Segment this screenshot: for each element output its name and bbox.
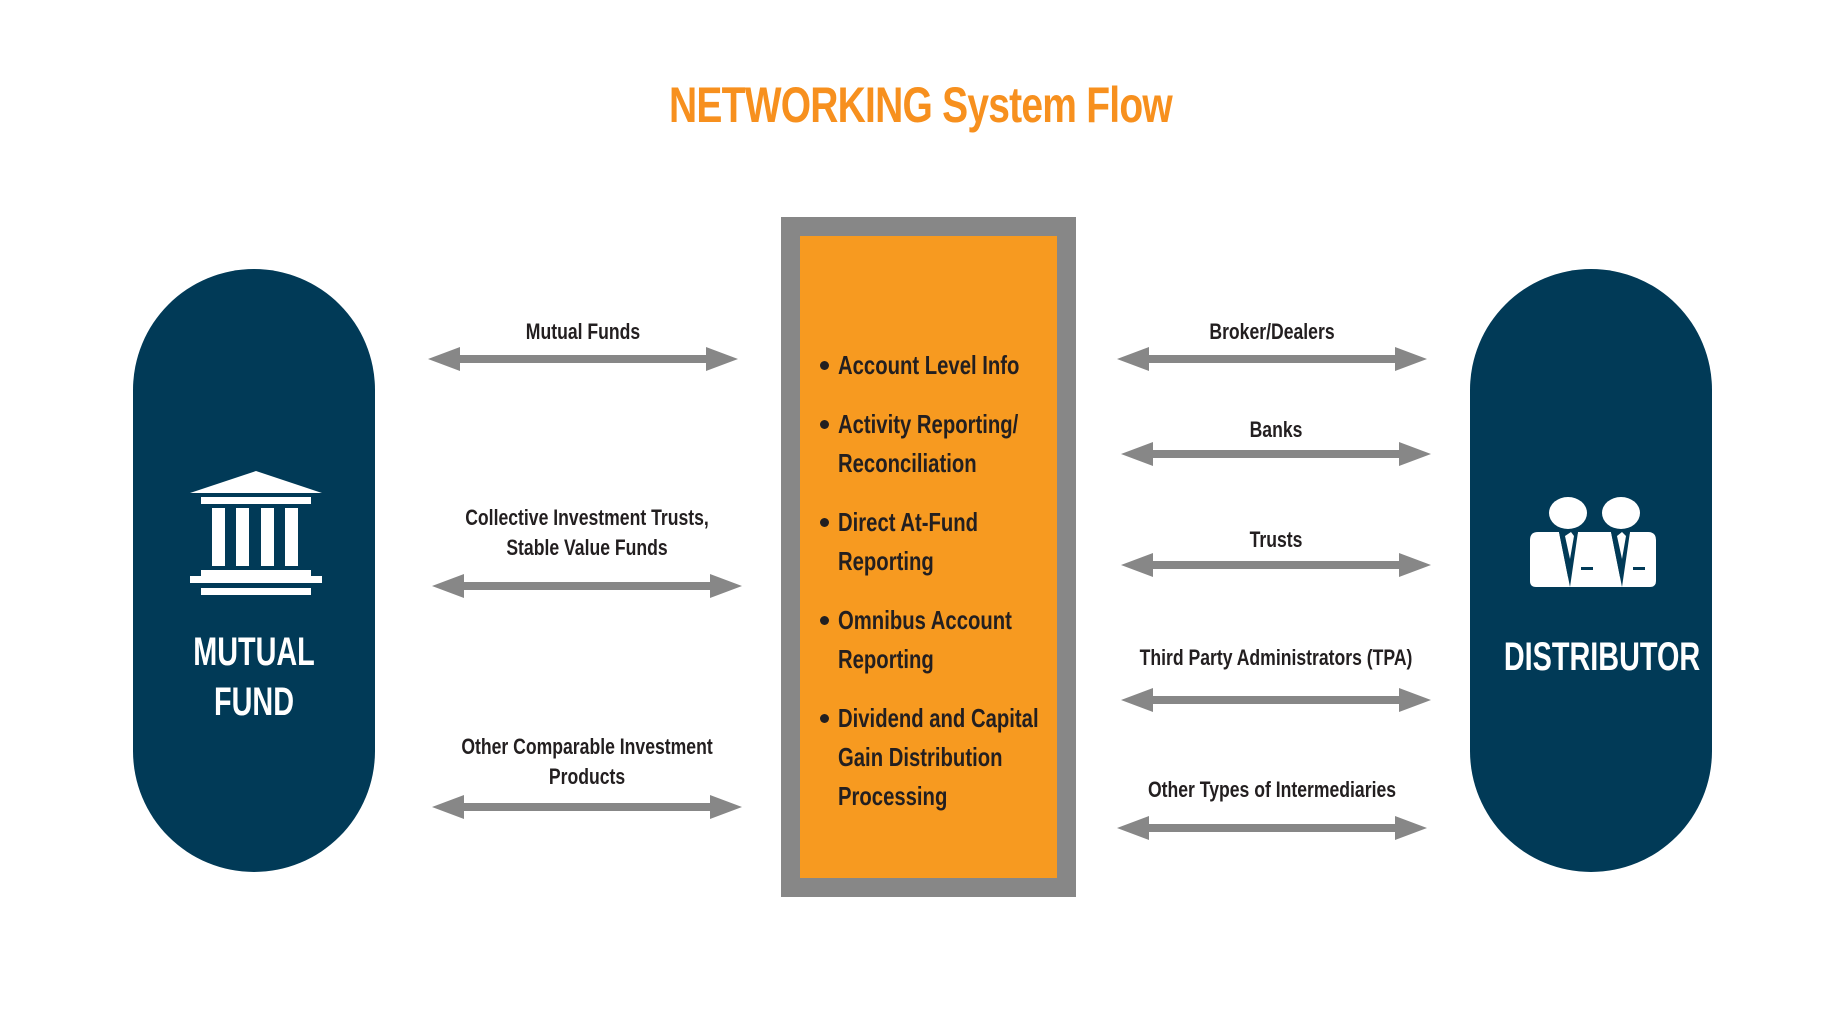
services-list: Account Level Info Activity Reporting/Re… bbox=[818, 346, 1058, 836]
flow-label: Other Types of Intermediaries bbox=[1147, 777, 1397, 802]
double-arrow-icon bbox=[1121, 688, 1431, 712]
flow-label: Mutual Funds bbox=[525, 319, 641, 344]
mutual-fund-label-line1: MUTUAL bbox=[193, 630, 315, 674]
service-item-line: Reporting bbox=[838, 546, 934, 576]
diagram-title: NETWORKING System Flow bbox=[669, 77, 1173, 133]
flow-label: Collective Investment Trusts, Stable Val… bbox=[431, 503, 743, 563]
flow-label: Third Party Administrators (TPA) bbox=[1139, 645, 1413, 670]
service-item-line: Reporting bbox=[838, 644, 934, 674]
distributor-label: DISTRIBUTOR bbox=[1503, 635, 1701, 679]
flow-third-party-administrators: Third Party Administrators (TPA) bbox=[1121, 643, 1431, 723]
service-item-line: Reconciliation bbox=[838, 448, 977, 478]
service-item-line: Activity Reporting/ bbox=[838, 409, 1019, 439]
service-item-line: Omnibus Account bbox=[838, 605, 1012, 635]
double-arrow-icon bbox=[1117, 816, 1427, 840]
service-item: Activity Reporting/Reconciliation bbox=[818, 405, 1058, 483]
flow-other-intermediaries: Other Types of Intermediaries bbox=[1117, 775, 1427, 855]
distributor-node: DISTRIBUTOR bbox=[1470, 269, 1712, 872]
service-item: Account Level Info bbox=[818, 346, 1058, 385]
service-item-line: Dividend and Capital bbox=[838, 703, 1039, 733]
flow-broker-dealers: Broker/Dealers bbox=[1117, 317, 1427, 377]
two-businessmen-icon bbox=[1530, 497, 1656, 587]
flow-other-comparable-products: Other Comparable Investment Products bbox=[432, 732, 742, 832]
double-arrow-icon bbox=[432, 795, 742, 819]
service-item-line: Account Level Info bbox=[838, 350, 1020, 380]
flow-label-line2: Products bbox=[548, 764, 626, 789]
flow-label-line1: Other Comparable Investment bbox=[461, 734, 713, 759]
flow-collective-investment-trusts: Collective Investment Trusts, Stable Val… bbox=[432, 503, 742, 603]
mutual-fund-label: MUTUAL FUND bbox=[167, 627, 341, 727]
flow-banks: Banks bbox=[1121, 415, 1431, 475]
double-arrow-icon bbox=[1117, 347, 1427, 371]
double-arrow-icon bbox=[428, 347, 738, 371]
flow-label: Broker/Dealers bbox=[1209, 319, 1335, 344]
flow-label: Banks bbox=[1249, 417, 1303, 442]
flow-label-line2: Stable Value Funds bbox=[506, 535, 668, 560]
double-arrow-icon bbox=[1121, 442, 1431, 466]
flow-trusts: Trusts bbox=[1121, 525, 1431, 585]
flow-label: Trusts bbox=[1249, 527, 1303, 552]
flow-label: Other Comparable Investment Products bbox=[431, 732, 743, 792]
double-arrow-icon bbox=[432, 574, 742, 598]
mutual-fund-node: MUTUAL FUND bbox=[133, 269, 375, 872]
mutual-fund-label-line2: FUND bbox=[214, 680, 294, 724]
service-item-line: Direct At-Fund bbox=[838, 507, 979, 537]
flow-mutual-funds: Mutual Funds bbox=[428, 317, 738, 377]
flow-label-line1: Collective Investment Trusts, bbox=[465, 505, 709, 530]
networking-services-box: Account Level Info Activity Reporting/Re… bbox=[781, 217, 1076, 897]
double-arrow-icon bbox=[1121, 553, 1431, 577]
service-item-line: Processing bbox=[838, 781, 948, 811]
bank-building-icon bbox=[190, 471, 322, 595]
service-item-line: Gain Distribution bbox=[838, 742, 1003, 772]
